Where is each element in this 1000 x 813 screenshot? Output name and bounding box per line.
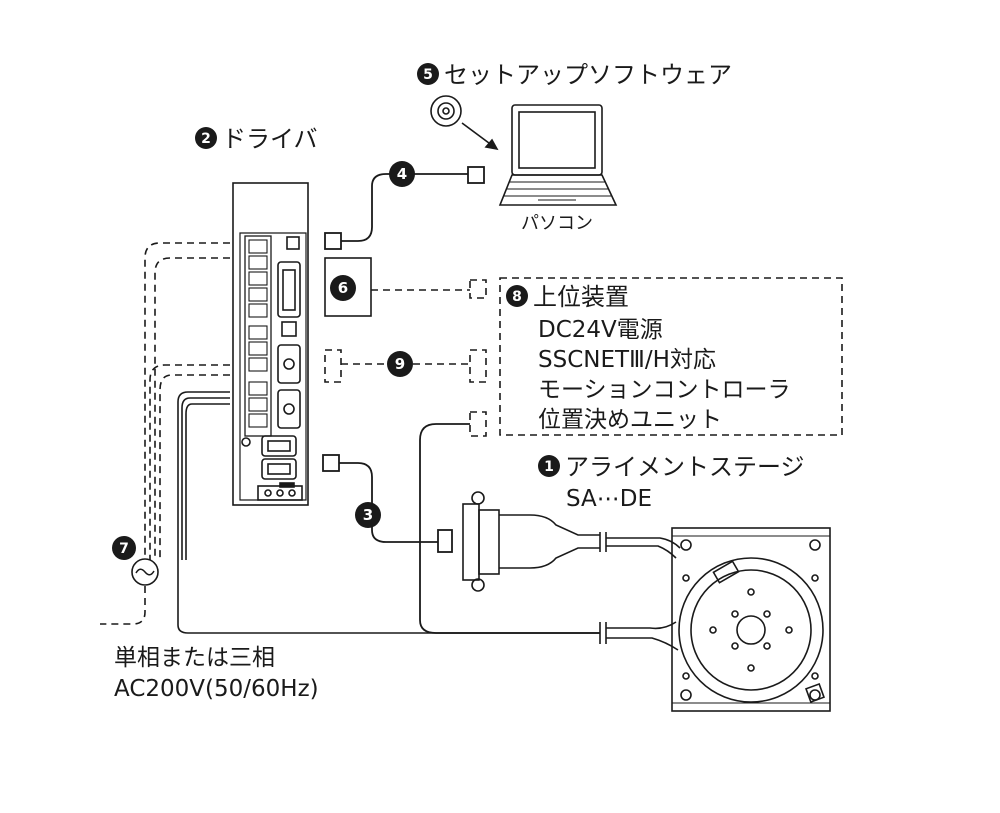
host-item-1: DC24V電源 xyxy=(538,317,663,343)
badge-3: 3 xyxy=(355,502,381,528)
ac-source-symbol xyxy=(131,558,159,586)
badge-5: 5 xyxy=(417,63,439,85)
svg-text:2: 2 xyxy=(201,131,211,147)
driver-label: ドライバ xyxy=(222,125,318,153)
svg-text:3: 3 xyxy=(363,506,373,524)
badge-1: 1 xyxy=(538,455,560,477)
cable-4-line xyxy=(324,166,485,250)
pc-laptop xyxy=(498,104,618,206)
encoder-cable-line xyxy=(419,423,600,634)
d-sub-connector xyxy=(462,491,681,592)
motor-cable xyxy=(599,621,679,651)
software-cd-icon xyxy=(430,95,499,151)
alignment-stage xyxy=(671,527,831,712)
badge-2: 2 xyxy=(195,127,217,149)
stage-label: アライメントステージ xyxy=(565,453,805,481)
svg-text:5: 5 xyxy=(423,67,433,83)
svg-text:7: 7 xyxy=(119,541,129,557)
cable-3-line xyxy=(322,454,453,553)
power-label-2: AC200V(50/60Hz) xyxy=(114,676,319,702)
host-item-2: SSCNETⅢ/H対応 xyxy=(538,347,716,373)
host-label: 上位装置 xyxy=(533,283,629,311)
svg-text:8: 8 xyxy=(512,289,522,305)
svg-text:6: 6 xyxy=(338,279,348,297)
svg-text:4: 4 xyxy=(397,165,407,183)
stage-model: SA⋯DE xyxy=(566,486,652,512)
svg-text:1: 1 xyxy=(544,459,554,475)
badge-7: 7 xyxy=(112,536,136,560)
badge-9: 9 xyxy=(387,351,413,377)
pc-label: パソコン xyxy=(521,213,593,234)
host-item-4: 位置決めユニット xyxy=(538,407,722,433)
badge-8: 8 xyxy=(506,285,528,307)
item-6-box xyxy=(324,257,372,317)
svg-text:9: 9 xyxy=(395,355,405,373)
power-label-1: 単相または三相 xyxy=(114,645,275,671)
power-wiring xyxy=(100,242,600,634)
host-item-3: モーションコントローラ xyxy=(538,377,791,403)
software-label: セットアップソフトウェア xyxy=(444,61,732,89)
driver-unit xyxy=(232,182,309,506)
badge-6: 6 xyxy=(330,275,356,301)
badge-4: 4 xyxy=(389,161,415,187)
